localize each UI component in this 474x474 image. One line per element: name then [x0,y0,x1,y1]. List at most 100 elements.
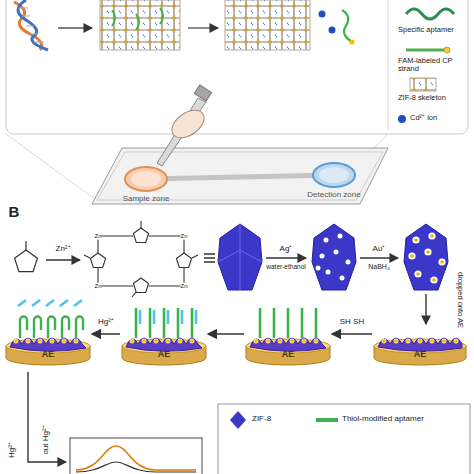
paper-chip-edge [97,152,383,200]
electrode-label: AE [414,350,427,360]
ag-zif8-crystal [312,224,356,290]
zoom-line [6,134,96,200]
process-arrow [46,259,80,260]
au-nanoparticle [142,339,146,343]
cp-strand-icon [406,49,444,52]
zone-outline [313,163,355,187]
zif-ring [84,221,198,297]
aptamer-strand [112,8,163,30]
thiol-aptamer [177,308,180,338]
aptamer-legend-icon [316,418,338,422]
cd-ion [319,11,326,18]
microchannel [168,175,312,178]
released-strand [18,300,26,306]
au-nanoparticles [408,232,445,283]
au-nanoparticle [178,339,182,343]
electrode-label: AE [158,350,171,360]
thiol-aptamer [149,308,152,338]
au-nanoparticle [394,339,398,343]
au-nanoparticle [62,339,66,343]
reagent-label: NaBH₄ [368,263,390,271]
zone-inner [131,171,161,187]
au-nanoparticle [190,339,194,343]
aptamer-strand [342,10,352,42]
au-nanoparticle [430,339,434,343]
zone-outline [125,167,167,191]
atom-label: Zn [94,233,101,240]
signal-peak [76,446,196,470]
legend-text: ZIF-8 [252,415,312,424]
au-nanoparticle [382,339,386,343]
divider-line [388,0,389,130]
cd-ion [329,27,336,34]
thiol-aptamer [135,308,138,338]
folded-aptamer [62,317,69,339]
electrode: AE [4,300,92,368]
signal-plot-frame [70,438,202,474]
thiol-aptamer [301,308,304,338]
fam-icon [444,47,450,53]
released-strand [46,300,54,306]
zif8-crystal [218,224,262,290]
thiol-aptamer [315,308,318,338]
dna-strand [18,0,48,50]
reagent-label: dropped onto AE [456,272,464,328]
paper-chip [92,148,388,204]
complementary-strand [181,310,184,324]
released-strand [32,300,40,306]
au-nanoparticle [38,339,42,343]
au-nanoparticle [290,339,294,343]
process-arrow [28,372,66,462]
pipette-plunger [194,85,211,101]
complementary-strand [139,310,142,324]
thiol-aptamer [287,308,290,338]
au-nanoparticle [454,339,458,343]
process-arrow [360,257,398,258]
process-arrow [332,333,372,335]
legend-text: ZIF-8 skeleton [398,94,468,102]
process-arrow [188,27,218,28]
zif8-legend-icon [230,411,246,429]
zone-label: Detection zone [307,191,360,200]
electrode: AE [372,300,468,368]
au-nanoparticle [254,339,258,343]
zone-inner [319,167,349,183]
au-nanoparticle [74,339,78,343]
panel-frame [6,0,468,134]
au-nanoparticle [302,339,306,343]
au-nanoparticle [14,339,18,343]
thiol-aptamer [259,308,262,338]
atom-label: Zn [94,283,101,290]
au-nanoparticle [314,339,318,343]
panel-letter: B [9,204,20,221]
dna-rungs [18,8,44,42]
thiol-aptamer [273,308,276,338]
folded-aptamer [20,317,27,339]
legend-text: Thiol-modified aptamer [342,415,466,424]
process-arrow [92,333,120,335]
zone-circle: Sample zone [124,166,168,192]
reagent-label: water-ethanol [266,263,305,270]
electrode-label: AE [42,350,55,360]
methyl-group [25,241,26,250]
au-nanoparticle [266,339,270,343]
legend-frame [218,404,470,474]
reagent-label: Au⁺ [373,245,386,254]
complementary-strand [167,310,170,324]
complementary-strand [195,310,198,324]
ag-nanoparticles [316,234,351,281]
folded-aptamer [48,317,55,339]
reagent-label: Ag⁺ [280,245,293,254]
au-nanoparticle [278,339,282,343]
zif8-icon [410,78,436,91]
electrode-label: AE [282,350,295,360]
thiol-aptamer [191,308,194,338]
node-shape [312,162,356,188]
au-nanoparticle [154,339,158,343]
legend-text: Cd²⁺ ion [410,114,470,122]
thiol-aptamer [163,308,166,338]
legend-text: FAM-labeled CP strand [398,57,464,74]
electrode: AE [120,300,208,368]
au-nanoparticle [406,339,410,343]
